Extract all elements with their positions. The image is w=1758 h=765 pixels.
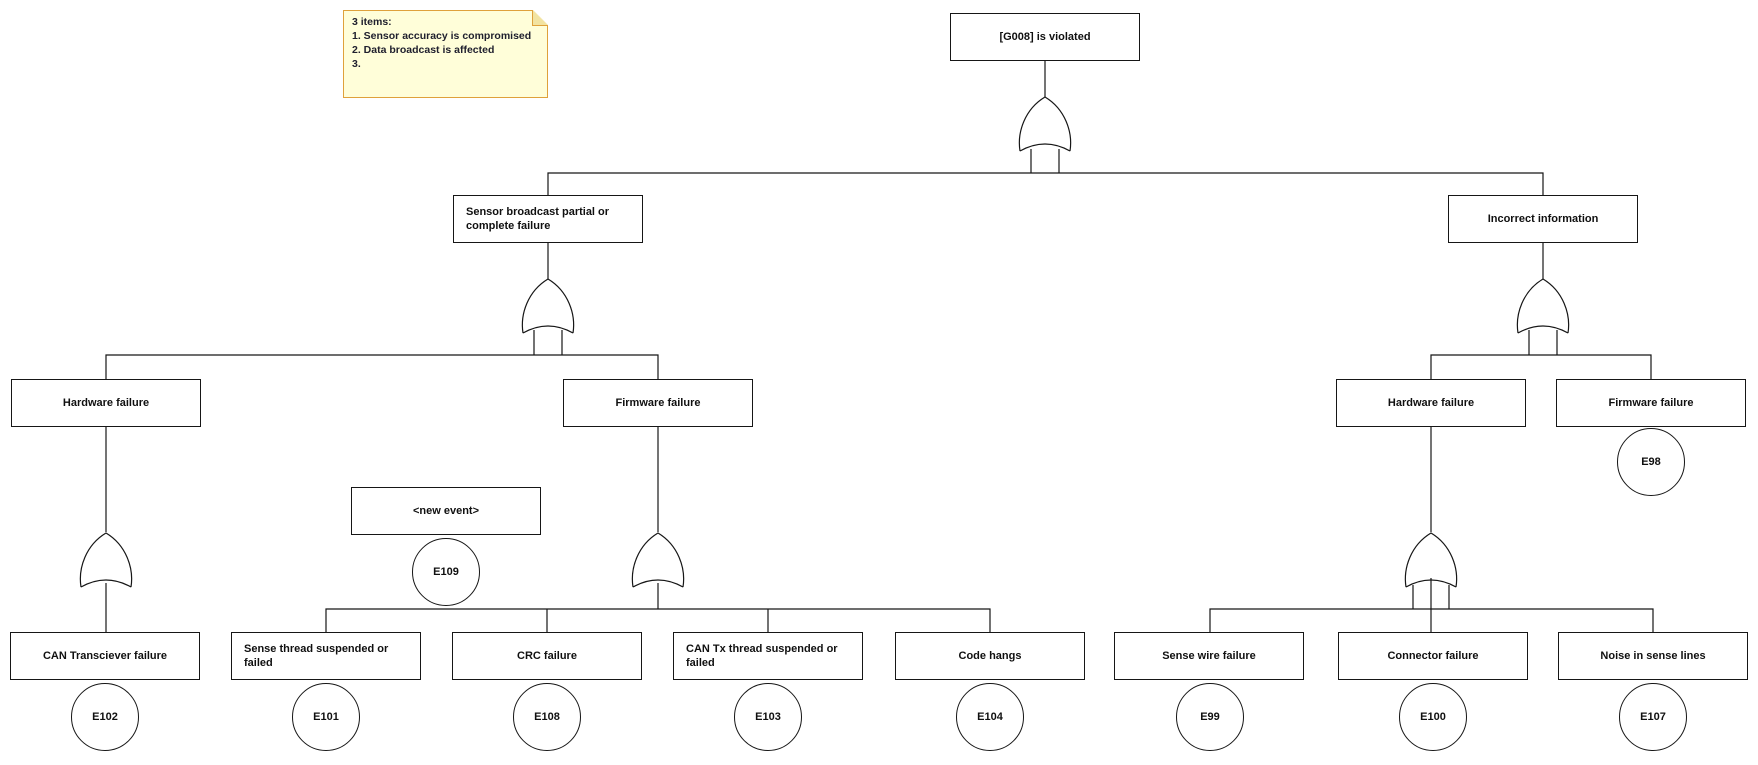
- node-firmware-failure-left[interactable]: Firmware failure: [563, 379, 753, 427]
- or-gate-icon[interactable]: [79, 532, 133, 588]
- node-label: Hardware failure: [1387, 397, 1475, 409]
- event-circle-e100[interactable]: E100: [1399, 683, 1467, 751]
- node-sensor-broadcast-failure[interactable]: Sensor broadcast partial or complete fai…: [453, 195, 643, 243]
- event-id: E102: [92, 711, 118, 723]
- node-label: Code hangs: [958, 650, 1022, 662]
- event-id: E103: [755, 711, 781, 723]
- node-sense-wire-failure[interactable]: Sense wire failure: [1114, 632, 1304, 680]
- event-circle-e99[interactable]: E99: [1176, 683, 1244, 751]
- event-id: E109: [433, 566, 459, 578]
- node-connector-failure[interactable]: Connector failure: [1338, 632, 1528, 680]
- event-id: E99: [1200, 711, 1220, 723]
- note-line: 1. Sensor accuracy is compromised: [352, 30, 532, 42]
- node-new-event[interactable]: <new event>: [351, 487, 541, 535]
- or-gate-icon[interactable]: [1516, 278, 1570, 334]
- node-incorrect-information[interactable]: Incorrect information: [1448, 195, 1638, 243]
- node-can-transciever-failure[interactable]: CAN Transciever failure: [10, 632, 200, 680]
- node-label: Sensor broadcast partial or complete fai…: [466, 206, 610, 232]
- event-id: E108: [534, 711, 560, 723]
- event-circle-e108[interactable]: E108: [513, 683, 581, 751]
- node-label: Hardware failure: [62, 397, 150, 409]
- note-fold-corner-icon: [532, 10, 548, 26]
- node-label: Incorrect information: [1487, 213, 1599, 225]
- annotation-note[interactable]: 3 items: 1. Sensor accuracy is compromis…: [343, 10, 548, 98]
- node-label: CAN Tx thread suspended or failed: [686, 643, 838, 669]
- event-id: E101: [313, 711, 339, 723]
- event-id: E98: [1641, 456, 1661, 468]
- node-label: Sense thread suspended or failed: [244, 643, 389, 669]
- node-sense-thread-suspended[interactable]: Sense thread suspended or failed: [231, 632, 421, 680]
- node-noise-in-sense-lines[interactable]: Noise in sense lines: [1558, 632, 1748, 680]
- note-line: 2. Data broadcast is affected: [352, 44, 495, 56]
- event-circle-e98[interactable]: E98: [1617, 428, 1685, 496]
- event-circle-e104[interactable]: E104: [956, 683, 1024, 751]
- node-label: Sense wire failure: [1162, 650, 1256, 662]
- or-gate-icon[interactable]: [631, 532, 685, 588]
- event-circle-e102[interactable]: E102: [71, 683, 139, 751]
- node-hardware-failure-left[interactable]: Hardware failure: [11, 379, 201, 427]
- or-gate-icon[interactable]: [521, 278, 575, 334]
- node-can-tx-thread-suspended[interactable]: CAN Tx thread suspended or failed: [673, 632, 863, 680]
- event-id: E100: [1420, 711, 1446, 723]
- node-firmware-failure-right[interactable]: Firmware failure: [1556, 379, 1746, 427]
- node-label: [G008] is violated: [999, 31, 1091, 43]
- event-circle-e103[interactable]: E103: [734, 683, 802, 751]
- node-hardware-failure-right[interactable]: Hardware failure: [1336, 379, 1526, 427]
- event-id: E107: [1640, 711, 1666, 723]
- event-circle-e107[interactable]: E107: [1619, 683, 1687, 751]
- node-label: Firmware failure: [1608, 397, 1694, 409]
- connector-lines: [105, 61, 1654, 632]
- event-id: E104: [977, 711, 1003, 723]
- node-label: CAN Transciever failure: [42, 650, 168, 662]
- node-label: Firmware failure: [615, 397, 701, 409]
- note-line: 3 items:: [352, 16, 392, 28]
- node-code-hangs[interactable]: Code hangs: [895, 632, 1085, 680]
- node-label: CRC failure: [517, 650, 577, 662]
- node-crc-failure[interactable]: CRC failure: [452, 632, 642, 680]
- note-line: 3.: [352, 58, 361, 70]
- or-gate-icon[interactable]: [1018, 96, 1072, 152]
- node-label: Noise in sense lines: [1600, 650, 1706, 662]
- node-label: Connector failure: [1387, 650, 1479, 662]
- event-circle-e109[interactable]: E109: [412, 538, 480, 606]
- node-label: <new event>: [412, 505, 480, 517]
- node-root[interactable]: [G008] is violated: [950, 13, 1140, 61]
- event-circle-e101[interactable]: E101: [292, 683, 360, 751]
